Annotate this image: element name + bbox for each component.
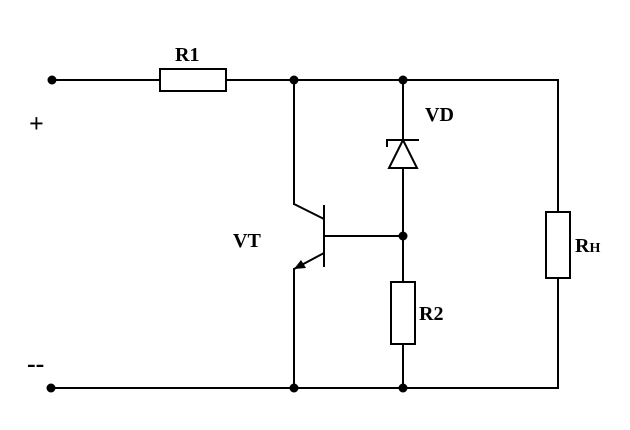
label-plus: + bbox=[29, 109, 44, 138]
junction-r2-bottom bbox=[398, 383, 408, 393]
junction-base bbox=[398, 231, 408, 241]
transistor-collector bbox=[293, 203, 325, 220]
junction-zener-top bbox=[398, 75, 408, 85]
label-vt: VT bbox=[233, 230, 261, 252]
resistor-r2 bbox=[390, 281, 416, 345]
label-r2: R2 bbox=[419, 303, 443, 325]
label-rh-sub: H bbox=[589, 241, 600, 256]
label-rh: RH bbox=[575, 235, 600, 257]
resistor-r1 bbox=[159, 68, 227, 92]
load-resistor bbox=[545, 211, 571, 279]
junction-emitter-bottom bbox=[289, 383, 299, 393]
label-r1: R1 bbox=[175, 44, 199, 66]
zener-diode-triangle bbox=[387, 137, 419, 169]
terminal-minus bbox=[46, 383, 56, 393]
label-minus: -- bbox=[27, 349, 44, 378]
terminal-plus bbox=[47, 75, 57, 85]
junction-collector-top bbox=[289, 75, 299, 85]
label-vd: VD bbox=[425, 104, 454, 126]
transistor-emitter-arrow bbox=[294, 260, 306, 269]
label-rh-main: R bbox=[575, 235, 590, 257]
zener-diode-bar bbox=[386, 139, 419, 147]
